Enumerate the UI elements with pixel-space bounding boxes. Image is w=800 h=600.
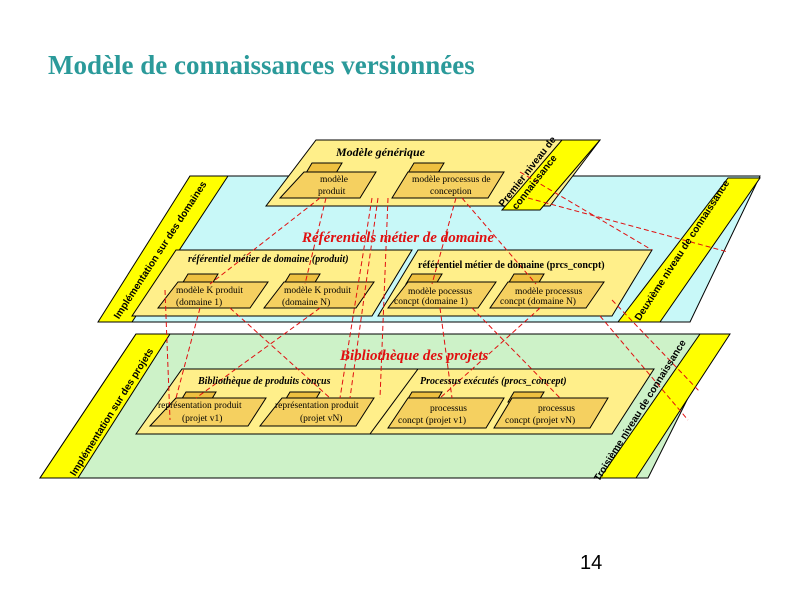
domain-process-n-box — [489, 281, 605, 309]
domain-product-header: référentiel métier de domaine (produit) — [188, 254, 349, 265]
projects-left-band — [39, 333, 171, 479]
project-product-header: Bibliothèque de produits conçus — [197, 376, 331, 387]
domain-product-n-box — [262, 281, 375, 309]
projects-right-band — [599, 333, 731, 479]
domains-left-band — [97, 175, 229, 323]
generic-product-box — [278, 171, 377, 199]
generic-product-line-2: produit — [318, 187, 346, 197]
domain-product-n-line-1: modèle K produit — [284, 286, 351, 296]
generic-right-band — [500, 139, 602, 211]
page-number: 14 — [580, 552, 603, 574]
project-product-n-line-2: (projet vN) — [300, 413, 342, 424]
generic-process-line-1: modèle processus de — [412, 175, 491, 185]
project-process-n-box — [493, 397, 609, 429]
domains-layer-title: Référentiels métier de domaine — [301, 230, 494, 246]
domain-product-1-box — [156, 281, 269, 309]
domains-right-band — [616, 177, 761, 323]
domain-process-1-line-1: modèle pocessus — [408, 287, 472, 297]
domain-process-1-box — [386, 281, 497, 309]
project-process-1-line-2: concpt (projet v1) — [398, 415, 466, 426]
project-product-1-line-1: représentation produit — [158, 401, 242, 411]
project-process-1-box — [387, 397, 505, 429]
generic-process-box — [391, 171, 505, 199]
generic-process-line-2: conception — [430, 187, 472, 197]
slide-title: Modèle de connaissances versionnées — [48, 50, 475, 80]
domain-product-1-line-2: (domaine 1) — [176, 297, 222, 308]
domain-process-header: référentiel métier de domaine (prcs_conc… — [418, 260, 605, 271]
project-product-1-line-2: (projet v1) — [182, 413, 222, 424]
domain-product-1-line-1: modèle K produit — [176, 286, 243, 296]
projects-layer-title: Bibliothèque des projets — [339, 348, 489, 364]
domain-product-n-line-2: (domaine N) — [282, 297, 330, 308]
generic-product-line-1: modèle — [320, 175, 348, 185]
project-process-header: Processus exécutés (procs_concept) — [420, 376, 567, 387]
project-process-n-line-2: concpt (projet vN) — [505, 415, 575, 426]
project-product-1-box — [148, 397, 267, 427]
generic-model-title: Modèle générique — [335, 145, 426, 159]
domain-process-n-line-2: concpt (domaine N) — [500, 296, 576, 307]
project-process-n-line-1: processus — [538, 404, 575, 414]
domain-process-1-line-2: concpt (domaine 1) — [394, 296, 468, 307]
dashed-connectors — [164, 171, 729, 421]
domain-process-n-line-1: modèle processus — [515, 287, 583, 297]
project-process-1-line-1: processus — [430, 404, 467, 414]
project-product-n-line-1: représentation produit — [275, 401, 359, 411]
project-product-n-box — [258, 397, 375, 427]
